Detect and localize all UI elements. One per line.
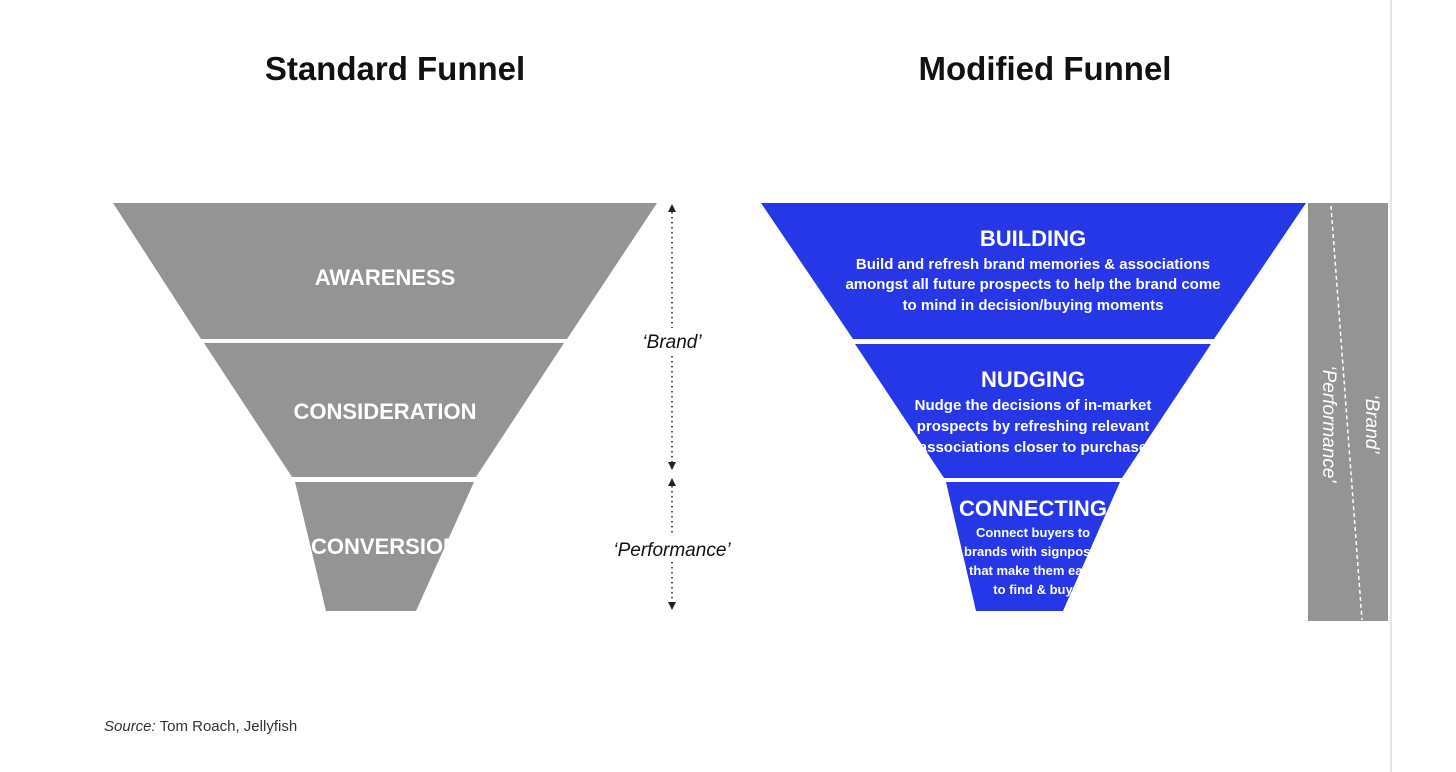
performance-arrow-down bbox=[668, 602, 676, 610]
source-citation: Source: Tom Roach, Jellyfish bbox=[104, 718, 297, 735]
building-desc-line-2: amongst all future prospects to help the… bbox=[845, 276, 1220, 293]
consideration-label: CONSIDERATION bbox=[294, 399, 477, 424]
conversion-segment bbox=[295, 482, 474, 611]
side-brand-label: ‘Brand’ bbox=[1361, 394, 1382, 454]
conversion-label: CONVERSION bbox=[311, 534, 459, 559]
side-performance-label: ‘Performance’ bbox=[1318, 365, 1339, 483]
awareness-segment bbox=[113, 203, 657, 339]
performance-label: ‘Performance’ bbox=[613, 540, 731, 561]
building-segment bbox=[761, 203, 1306, 339]
nudging-segment bbox=[855, 344, 1211, 478]
nudging-title: NUDGING bbox=[981, 367, 1085, 392]
nudging-desc-line-2: prospects by refreshing relevant bbox=[917, 418, 1150, 435]
performance-arrow-up bbox=[668, 478, 676, 486]
standard-funnel: AWARENESS CONSIDERATION CONVERSION bbox=[113, 203, 657, 611]
building-desc-line-3: to mind in decision/buying moments bbox=[903, 297, 1164, 314]
standard-side-arrows bbox=[668, 204, 676, 610]
side-bar-background bbox=[1308, 203, 1388, 621]
brand-label: ‘Brand’ bbox=[642, 332, 702, 353]
scrollbar-edge bbox=[1390, 0, 1392, 772]
side-bar-divider bbox=[1330, 205, 1363, 621]
building-desc-line-1: Build and refresh brand memories & assoc… bbox=[856, 256, 1210, 273]
source-text: Tom Roach, Jellyfish bbox=[159, 718, 298, 735]
connecting-desc-line-3: that make them easy bbox=[969, 563, 1098, 578]
awareness-label: AWARENESS bbox=[315, 265, 456, 290]
nudging-desc-line-3: associations closer to purchase bbox=[919, 439, 1147, 456]
modified-funnel: BUILDING Build and refresh brand memorie… bbox=[761, 203, 1306, 611]
building-title: BUILDING bbox=[980, 226, 1086, 251]
source-label: Source: bbox=[104, 718, 156, 735]
connecting-desc-line-2: brands with signposts bbox=[964, 544, 1102, 559]
connecting-desc-line-4: to find & buy bbox=[993, 582, 1073, 597]
brand-performance-side-bar: ‘Performance’ ‘Brand’ bbox=[1308, 203, 1388, 621]
brand-arrow-down bbox=[668, 462, 676, 470]
connecting-desc-line-1: Connect buyers to bbox=[976, 525, 1090, 540]
consideration-segment bbox=[204, 343, 564, 477]
scrollbar-track[interactable] bbox=[1392, 0, 1456, 772]
modified-funnel-title: Modified Funnel bbox=[918, 50, 1172, 87]
connecting-segment bbox=[946, 482, 1120, 611]
connecting-title: CONNECTING bbox=[959, 496, 1107, 521]
nudging-desc-line-1: Nudge the decisions of in-market bbox=[915, 397, 1152, 414]
brand-arrow-up bbox=[668, 204, 676, 212]
standard-funnel-title: Standard Funnel bbox=[264, 50, 526, 87]
